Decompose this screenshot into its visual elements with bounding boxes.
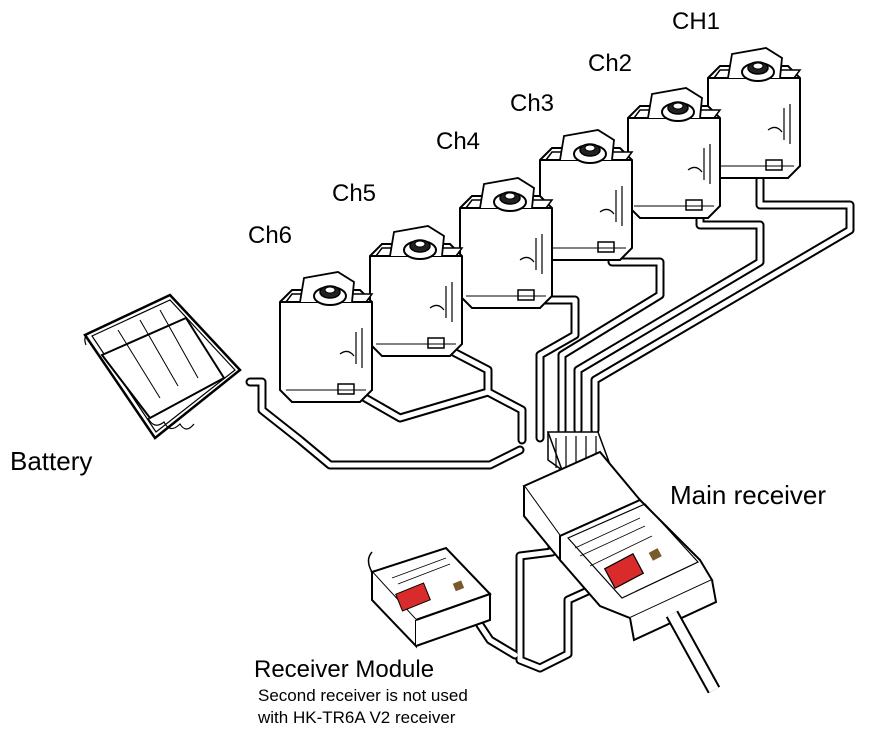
label-ch5: Ch5 [332, 180, 377, 207]
servo-ch6 [279, 271, 373, 403]
servo-ch1 [707, 47, 801, 179]
servo-ch4 [459, 177, 553, 309]
note-line-2: with HK-TR6A V2 receiver [258, 708, 456, 727]
main-receiver-icon [522, 431, 721, 694]
battery-pack-icon [83, 293, 242, 440]
servo-ch2 [627, 87, 721, 219]
label-ch1: CH1 [672, 8, 721, 35]
servo-ch5 [369, 225, 463, 357]
label-receiver-module: Receiver Module [254, 656, 435, 683]
receiver-module-icon [367, 546, 492, 649]
servo-ch3 [539, 129, 633, 261]
label-ch2: Ch2 [588, 50, 633, 77]
label-battery: Battery [10, 446, 93, 476]
note-line-1: Second receiver is not used [258, 686, 468, 705]
label-ch6: Ch6 [248, 222, 293, 249]
label-ch3: Ch3 [510, 90, 555, 117]
label-main-receiver: Main receiver [670, 480, 827, 510]
label-ch4: Ch4 [436, 128, 481, 155]
